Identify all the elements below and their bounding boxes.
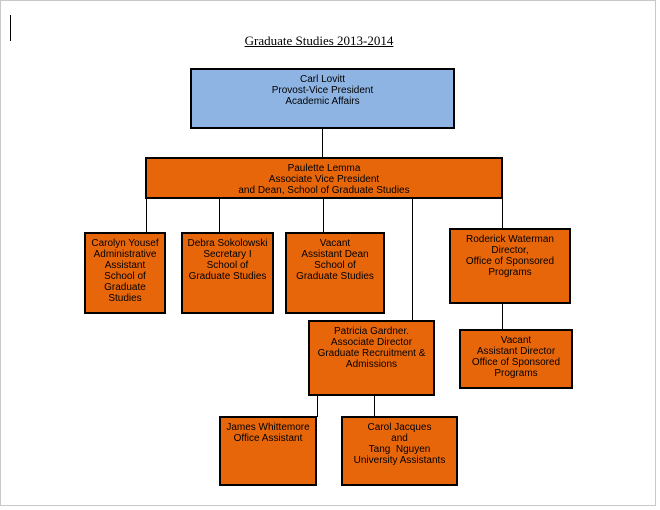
gardner-line-3: Graduate Recruitment &	[317, 348, 426, 359]
waterman-line-4: Programs	[488, 267, 532, 278]
provost-title: Provost-Vice President	[271, 85, 374, 96]
sokolowski-line-3: School of	[206, 260, 249, 271]
chart-title-text: Graduate Studies 2013-2014	[244, 33, 394, 48]
vacant-dean-line-2: Assistant Dean	[301, 249, 369, 260]
connector-dean-yousef	[146, 198, 147, 233]
provost-name: Carl Lovitt	[299, 74, 345, 85]
org-box-whittemore: James Whittemore Office Assistant	[219, 416, 317, 486]
yousef-line-1: Carolyn Yousef	[91, 238, 159, 249]
org-box-yousef: Carolyn Yousef Administrative Assistant …	[84, 232, 166, 314]
yousef-line-4: School of	[104, 271, 146, 282]
connector-waterman-vacant-director	[502, 303, 503, 330]
org-box-gardner: Patricia Gardner. Associate Director Gra…	[308, 320, 435, 396]
vacant-director-line-3: Office of Sponsored	[471, 357, 561, 368]
jacques-nguyen-line-2: and	[391, 433, 408, 444]
connector-gardner-jacques	[374, 395, 375, 417]
waterman-line-1: Roderick Waterman	[466, 234, 554, 245]
vacant-dean-line-1: Vacant	[319, 238, 351, 249]
org-box-provost: Carl Lovitt Provost-Vice President Acade…	[190, 68, 455, 129]
yousef-line-6: Studies	[108, 293, 142, 304]
sokolowski-line-1: Debra Sokolowski	[187, 238, 268, 249]
provost-division: Academic Affairs	[285, 96, 360, 107]
waterman-line-2: Director,	[491, 245, 529, 256]
yousef-line-2: Administrative	[93, 249, 157, 260]
gardner-line-4: Admissions	[345, 359, 398, 370]
org-box-sokolowski: Debra Sokolowski Secretary I School of G…	[181, 232, 274, 314]
org-box-vacant-director: Vacant Assistant Director Office of Spon…	[459, 329, 573, 389]
whittemore-line-2: Office Assistant	[233, 433, 303, 444]
vacant-director-line-2: Assistant Director	[476, 346, 556, 357]
dean-division: and Dean, School of Graduate Studies	[238, 185, 410, 196]
connector-dean-waterman	[502, 198, 503, 229]
dean-title: Associate Vice President	[268, 174, 380, 185]
org-box-vacant-dean: Vacant Assistant Dean School of Graduate…	[285, 232, 385, 314]
vacant-dean-line-4: Graduate Studies	[296, 271, 374, 282]
gardner-line-1: Patricia Gardner.	[333, 326, 410, 337]
chart-title: Graduate Studies 2013-2014	[1, 33, 637, 49]
connector-dean-vacant-dean	[323, 198, 324, 233]
dean-name: Paulette Lemma	[287, 163, 361, 174]
jacques-nguyen-line-4: University Assistants	[353, 455, 446, 466]
text-cursor	[10, 15, 11, 41]
vacant-director-line-1: Vacant	[500, 335, 532, 346]
yousef-line-3: Assistant	[104, 260, 146, 271]
jacques-nguyen-line-1: Carol Jacques	[367, 422, 432, 433]
sokolowski-line-4: Graduate Studies	[188, 271, 267, 282]
waterman-line-3: Office of Sponsored	[465, 256, 555, 267]
connector-gardner-whittemore	[317, 395, 318, 417]
org-box-dean: Paulette Lemma Associate Vice President …	[145, 157, 503, 199]
gardner-line-2: Associate Director	[330, 337, 413, 348]
org-box-waterman: Roderick Waterman Director, Office of Sp…	[449, 228, 571, 304]
org-box-jacques-nguyen: Carol Jacques and Tang Nguyen University…	[341, 416, 458, 486]
connector-dean-gardner	[412, 198, 413, 321]
vacant-director-line-4: Programs	[494, 368, 538, 379]
jacques-nguyen-line-3: Tang Nguyen	[368, 444, 431, 455]
whittemore-line-1: James Whittemore	[226, 422, 310, 433]
connector-provost-dean	[322, 128, 323, 158]
vacant-dean-line-3: School of	[314, 260, 356, 271]
sokolowski-line-2: Secretary I	[203, 249, 252, 260]
yousef-line-5: Graduate	[104, 282, 146, 293]
connector-dean-sokolowski	[219, 198, 220, 233]
